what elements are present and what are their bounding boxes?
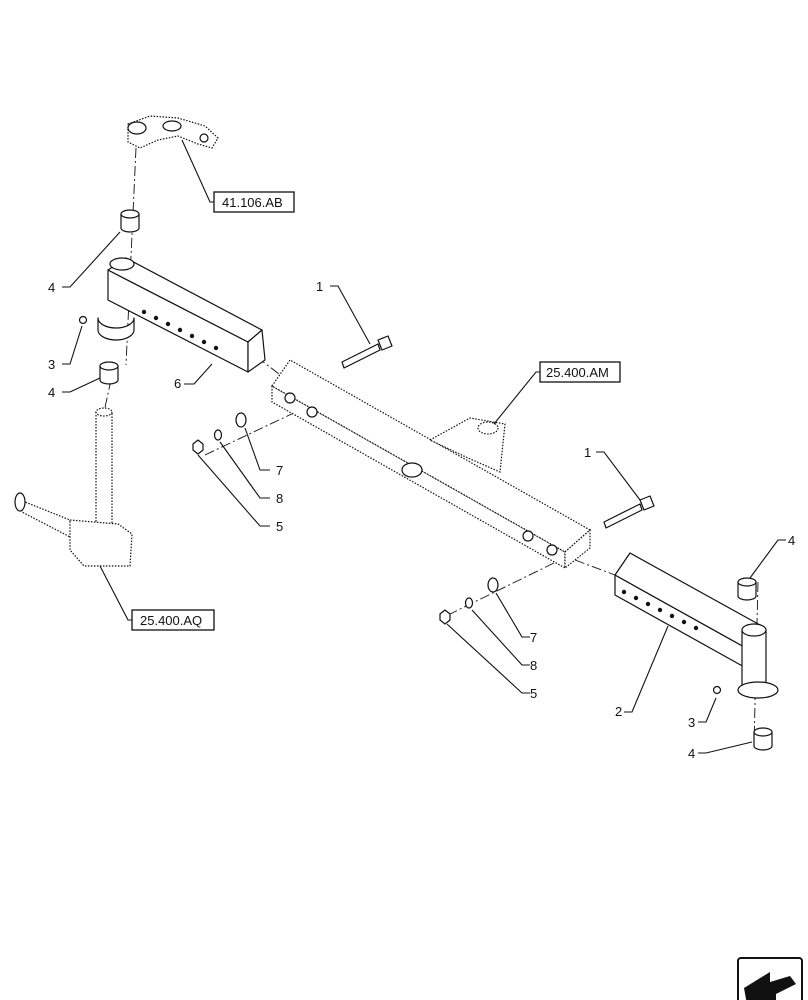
callout-label: 1 (584, 445, 591, 460)
bushing-left-lower (99, 361, 119, 385)
grease-fitting-left (78, 315, 88, 325)
callout-label: 4 (688, 746, 695, 761)
fasteners-right (439, 577, 499, 625)
reference-steering-arm[interactable]: 41.106.AB (213, 191, 295, 213)
callout-label: 7 (276, 463, 283, 478)
callout-label: 7 (530, 630, 537, 645)
axle-extension-right (614, 552, 779, 699)
callout-label: 4 (788, 533, 795, 548)
reference-label: 41.106.AB (222, 195, 283, 210)
steering-arm (127, 115, 219, 149)
callout-label: 8 (276, 491, 283, 506)
callout-label: 8 (530, 658, 537, 673)
reference-axle-mount[interactable]: 25.400.AM (539, 361, 621, 383)
callout-label: 6 (174, 376, 181, 391)
axle-extension-left (97, 257, 266, 373)
center-axle-beam (271, 359, 592, 570)
bolt-upper (341, 335, 393, 369)
callout-labels: 4 3 4 6 1 7 8 5 1 4 7 8 5 2 3 4 (48, 279, 795, 761)
bushing-right-upper (737, 577, 757, 601)
callout-label: 2 (615, 704, 622, 719)
callout-label: 4 (48, 385, 55, 400)
reference-label: 25.400.AQ (140, 613, 202, 628)
callout-label: 1 (316, 279, 323, 294)
bolt-lower (603, 495, 655, 529)
callout-label: 3 (48, 357, 55, 372)
callout-label: 5 (276, 519, 283, 534)
reference-spindle[interactable]: 25.400.AQ (131, 609, 215, 631)
next-page-arrow-icon[interactable] (737, 957, 803, 1000)
bushing-left-upper (120, 209, 140, 233)
callout-label: 3 (688, 715, 695, 730)
reference-label: 25.400.AM (546, 365, 609, 380)
callout-label: 4 (48, 280, 55, 295)
grease-fitting-right (712, 685, 722, 695)
bushing-right-lower (753, 727, 773, 751)
fasteners-left (192, 412, 247, 455)
callout-label: 5 (530, 686, 537, 701)
spindle (14, 407, 133, 567)
